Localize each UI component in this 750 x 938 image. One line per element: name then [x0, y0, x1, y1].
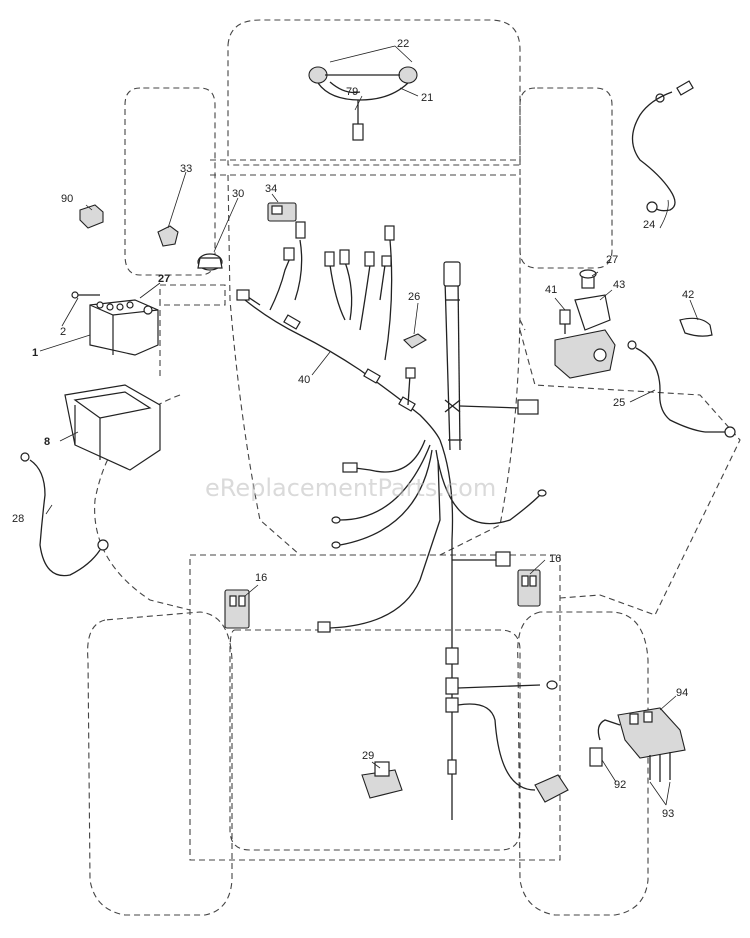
headlight-harness: [308, 66, 418, 141]
battery-tray-8: [64, 384, 161, 471]
label-8: 8: [44, 436, 50, 448]
battery-cable-24: [631, 80, 694, 213]
label-94: 94: [676, 687, 688, 699]
label-34: 34: [265, 183, 277, 195]
ignition-switch-30: [197, 253, 223, 271]
bolt-41: [559, 309, 571, 334]
label-24: 24: [643, 219, 655, 231]
label-28: 28: [12, 513, 24, 525]
label-43: 43: [613, 279, 625, 291]
label-1: 1: [32, 347, 38, 359]
label-79: 79: [346, 86, 358, 98]
battery-1: [89, 299, 159, 356]
leader-lines: [39, 45, 699, 806]
watermark: eReplacementParts.com: [205, 474, 496, 502]
label-21: 21: [421, 92, 433, 104]
label-26: 26: [408, 291, 420, 303]
label-90: 90: [61, 193, 73, 205]
tractor-outline: [87, 19, 741, 916]
label-41: 41: [545, 284, 557, 296]
fuse-26: [403, 333, 427, 349]
switch-16-right: [517, 569, 541, 607]
label-27-solenoid: 27: [606, 254, 618, 266]
harness-92: [589, 719, 621, 767]
label-92: 92: [614, 779, 626, 791]
main-harness-40: [236, 221, 558, 820]
label-29: 29: [362, 750, 374, 762]
label-22: 22: [397, 38, 409, 50]
label-33: 33: [180, 163, 192, 175]
fuse-90: [79, 204, 104, 229]
part-labels: 22 21 79 24 90 33 30 34 27 2 1 8 28 40 2…: [12, 38, 694, 820]
label-16-left: 16: [255, 572, 267, 584]
screws-93: [649, 752, 671, 782]
label-93: 93: [662, 808, 674, 820]
label-2: 2: [60, 326, 66, 338]
module-94: [617, 707, 686, 759]
label-42: 42: [682, 289, 694, 301]
label-25: 25: [613, 397, 625, 409]
label-30: 30: [232, 188, 244, 200]
switch-34: [267, 202, 297, 222]
label-16-right: 16: [549, 553, 561, 565]
switch-16-left: [224, 589, 250, 629]
battery-cable-28: [20, 452, 109, 577]
bolt-2: [71, 291, 100, 299]
connector-seat: [534, 774, 569, 803]
switch-29: [361, 761, 403, 799]
label-27-battery: 27: [158, 273, 170, 285]
cable-25: [627, 317, 736, 438]
label-40: 40: [298, 374, 310, 386]
key-33: [157, 225, 179, 247]
